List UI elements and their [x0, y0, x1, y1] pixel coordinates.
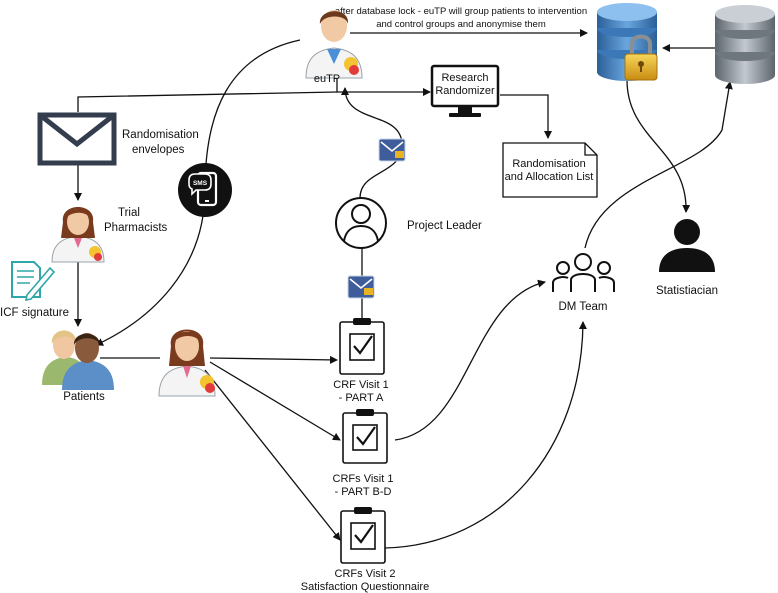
crf1-label-1: CRF Visit 1 [333, 379, 388, 391]
statistician-label: Statistiacian [656, 285, 718, 297]
dm-team-icon [552, 253, 615, 292]
pharmacist-icon [51, 207, 105, 263]
monitor-icon [430, 64, 500, 117]
randomizer-label-2: Randomizer [435, 85, 495, 97]
patients-label: Patients [63, 391, 105, 403]
icf-signature-icon [11, 261, 56, 302]
crf-clipboard-icon-2 [342, 409, 388, 464]
crf-clipboard-icon [339, 318, 385, 375]
crf3-label-1: CRFs Visit 2 [335, 568, 396, 580]
arrow-doctor-to-crf2 [209, 361, 341, 441]
crf-clipboard-icon-3 [340, 507, 386, 564]
arrow-db1-to-statistician [626, 79, 691, 213]
arrow-eutp-to-randomizer [336, 78, 431, 96]
line-eutp-to-envelopes [77, 91, 338, 112]
envelopes-label-1: Randomisation [122, 129, 199, 141]
arrow-randomizer-to-list [500, 94, 552, 139]
list-label-1: Randomisation [512, 158, 585, 170]
crf1-label-2: - PART A [339, 392, 384, 404]
envelope-icon [37, 112, 117, 166]
icf-label: ICF signature [0, 307, 69, 319]
connectors [74, 29, 733, 549]
eutp-doctor-icon [305, 10, 363, 79]
arrow-doctor-to-crf1 [209, 355, 338, 364]
dm-team-label: DM Team [559, 301, 608, 313]
project-leader-icon [335, 197, 387, 249]
doctor-icon [158, 329, 216, 397]
arrow-doctor-to-crf3 [204, 369, 341, 541]
crf2-label-1: CRFs Visit 1 [333, 473, 394, 485]
lock-icon [624, 34, 658, 81]
pharmacists-label-2: Pharmacists [104, 222, 168, 234]
sms-label: SMS [193, 180, 208, 187]
crf2-label-2: - PART B-D [335, 486, 392, 498]
eutp-label: euTP [314, 73, 340, 85]
statistician-icon [659, 219, 715, 272]
crf3-label-2: Satisfaction Questionnaire [301, 581, 429, 593]
arrow-dm-to-db2 [584, 81, 733, 249]
secure-mail-icon-2 [347, 275, 375, 299]
document-icon [502, 142, 598, 198]
secure-mail-icon [378, 138, 406, 162]
arrow-crf3-to-dm [384, 321, 587, 549]
patients-icon [42, 330, 114, 390]
database-icon [715, 5, 775, 84]
sms-phone-icon [178, 163, 232, 217]
project-leader-label: Project Leader [407, 220, 482, 232]
list-label-2: and Allocation List [505, 171, 594, 183]
pharmacists-label-1: Trial [118, 207, 140, 219]
envelopes-label-2: envelopes [132, 144, 185, 156]
note-line-2: and control groups and anonymise them [376, 19, 546, 30]
arrow-crf2-to-dm [394, 279, 546, 441]
randomizer-label-1: Research [441, 72, 488, 84]
note-line-1: after database lock - euTP will group pa… [335, 6, 587, 17]
